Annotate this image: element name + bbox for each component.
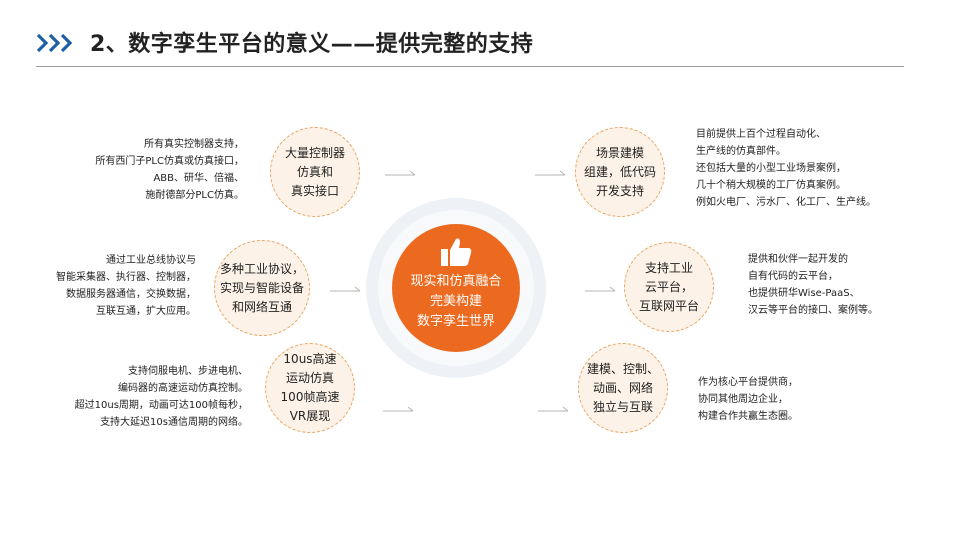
arrow-right-icon [330, 286, 361, 292]
node-label: 场景建模 组建，低代码 开发支持 [583, 145, 656, 198]
desc-modeling-control: 作为核心平台提供商， 协同其他周边企业， 构建合作共赢生态圈。 [698, 377, 798, 422]
arrow-right-icon [538, 406, 569, 412]
page-title: 2、数字孪生平台的意义——提供完整的支持 [90, 32, 534, 57]
arrow-right-icon [585, 286, 616, 292]
node-cloud-platform: 支持工业 云平台， 互联网平台 [624, 242, 714, 332]
desc-scene-modeling: 目前提供上百个过程自动化、 生产线的仿真部件。 还包括大量的小型工业场景案例， … [696, 129, 876, 208]
center-text: 现实和仿真融合 完美构建 数字孪生世界 [392, 272, 520, 332]
arrow-right-icon [535, 170, 566, 176]
thumbs-up-icon [441, 238, 472, 266]
arrow-right-icon [385, 170, 416, 176]
chevrons-right-icon [36, 33, 73, 53]
title-divider [36, 66, 904, 67]
node-controller-interfaces: 大量控制器 仿真和 真实接口 [270, 127, 360, 217]
desc-cloud-platform: 提供和伙伴一起开发的 自有代码的云平台， 也提供研华Wise-PaaS、 汉云等… [748, 254, 878, 316]
node-label: 建模、控制、 动画、网络 独立与互联 [586, 361, 659, 414]
arrow-right-icon [383, 406, 414, 412]
desc-controller-interfaces: 所有真实控制器支持， 所有西门子PLC仿真或仿真接口， ABB、研华、倍福、 施… [95, 139, 244, 201]
node-label: 10us高速 运动仿真 100帧高速 VR展现 [280, 352, 340, 423]
node-high-speed-motion: 10us高速 运动仿真 100帧高速 VR展现 [265, 343, 355, 433]
desc-high-speed-motion: 支持伺服电机、步进电机、 编码器的高速运动仿真控制。 超过10us周期，动画可达… [74, 366, 248, 428]
node-label: 多种工业协议， 实现与智能设备 和网络互通 [219, 261, 304, 314]
center-circle: 现实和仿真融合 完美构建 数字孪生世界 [392, 224, 520, 352]
node-label: 大量控制器 仿真和 真实接口 [284, 145, 345, 198]
node-scene-modeling: 场景建模 组建，低代码 开发支持 [575, 127, 665, 217]
center-text-content: 现实和仿真融合 完美构建 数字孪生世界 [410, 274, 502, 329]
node-modeling-control: 建模、控制、 动画、网络 独立与互联 [578, 343, 668, 433]
node-industrial-protocols: 多种工业协议， 实现与智能设备 和网络互通 [214, 240, 310, 336]
node-label: 支持工业 云平台， 互联网平台 [638, 260, 699, 313]
desc-industrial-protocols: 通过工业总线协议与 智能采集器、执行器、控制器， 数据服务器通信，交换数据， 互… [56, 255, 196, 317]
